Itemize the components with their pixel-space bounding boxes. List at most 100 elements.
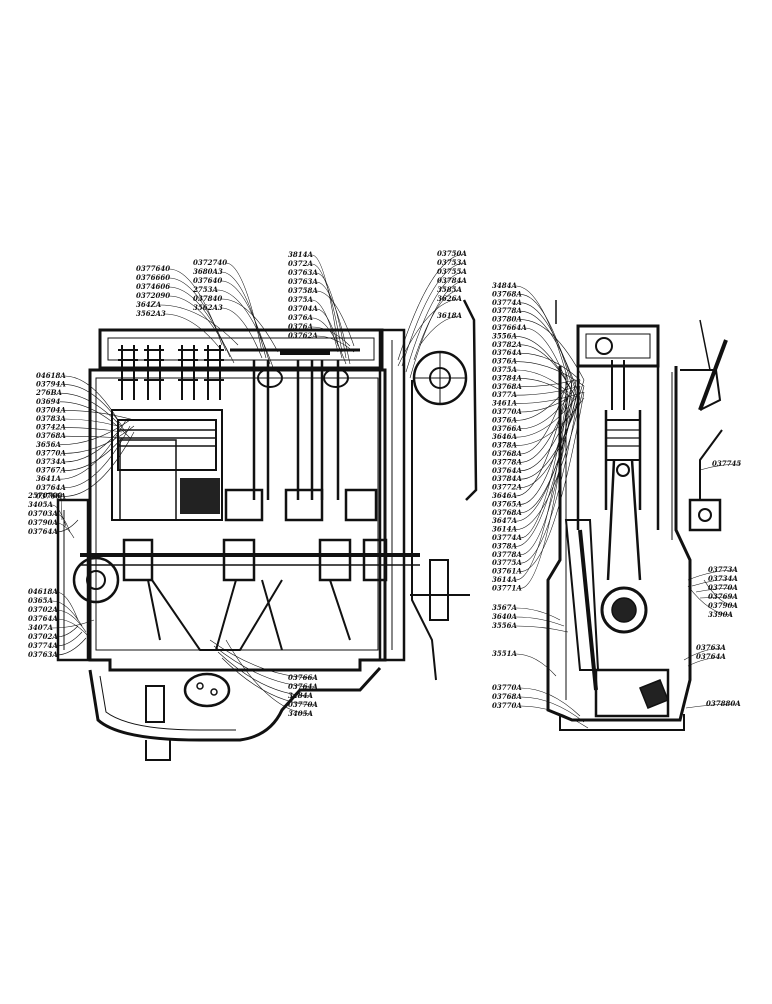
callout-label: 03742A <box>36 423 66 432</box>
leader-line <box>56 637 87 656</box>
callout-label: 3656A <box>36 440 61 449</box>
callout-label: 03784A <box>437 276 467 285</box>
callout-label: 3647A <box>492 516 517 525</box>
leader-line <box>520 391 573 505</box>
callout-label: 3551A <box>492 649 517 658</box>
callout-label: 364ZA <box>136 300 162 309</box>
leader-line <box>520 705 589 729</box>
callout-label: 037745 <box>712 459 741 468</box>
callout-label: 03770A <box>492 683 522 692</box>
callout-group-far-right-d: 037880A <box>706 699 741 708</box>
leader-line <box>683 647 725 661</box>
leader-line <box>687 569 737 581</box>
callout-label: 3407A <box>28 623 53 632</box>
callout-group-right-column-a: 3484A03768A03774A03778A03780A037664A3556… <box>492 281 527 592</box>
callout-label: 03782A <box>492 340 522 349</box>
callout-label: 0377640 <box>136 264 170 273</box>
leader-line <box>520 391 585 572</box>
leader-line <box>56 513 71 533</box>
callout-label: 3405A <box>288 709 313 718</box>
leader-line <box>221 298 279 353</box>
leader-line <box>515 379 581 522</box>
callout-label: 03753A <box>437 258 467 267</box>
leader-line <box>64 418 119 427</box>
leader-line <box>515 385 569 497</box>
callout-label: 2753A <box>192 285 218 294</box>
callout-label: 04618A <box>36 371 66 380</box>
leader-line <box>60 495 63 521</box>
leader-line <box>59 392 127 433</box>
callout-label: 03773A <box>708 565 738 574</box>
leader-line <box>51 600 83 627</box>
leader-line <box>225 639 313 715</box>
callout-label: 03734A <box>708 574 738 583</box>
callout-label: 03768A <box>492 692 522 701</box>
callout-label: 03755A <box>437 267 467 276</box>
callout-label: 03763A <box>288 268 318 277</box>
leader-line <box>64 384 123 427</box>
leader-line <box>311 326 351 347</box>
callout-label: 0374606 <box>136 282 170 291</box>
callout-label: 0372740 <box>193 258 227 267</box>
leader-line <box>520 319 585 381</box>
callout-label: 0375A <box>288 295 313 304</box>
callout-label: 3614A <box>492 575 517 584</box>
callout-label: 03750A <box>437 249 467 258</box>
callout-group-left-column-a: 04618A03794A276BA0369403704A03783A03742A… <box>35 371 66 500</box>
leader-line <box>221 657 317 706</box>
leader-line <box>56 591 79 621</box>
leader-line <box>56 625 79 638</box>
leader-line <box>397 298 462 367</box>
leader-line <box>515 397 585 446</box>
leader-line <box>520 696 585 723</box>
callout-label: 3567A <box>492 603 517 612</box>
callout-label: 03770A <box>492 701 522 710</box>
callout-label: 03702A <box>28 605 58 614</box>
callout-label: 03703A <box>28 509 58 518</box>
callout-label: 03761A <box>492 567 522 576</box>
callout-label: 03774A <box>492 298 522 307</box>
leader-line <box>59 419 127 480</box>
leader-line <box>56 609 87 633</box>
engine-side-section <box>56 299 478 761</box>
callout-label: 03778A <box>492 550 522 559</box>
leader-line <box>311 317 347 365</box>
callout-label: 03768A <box>36 431 66 440</box>
leader-line <box>515 385 581 396</box>
callout-label: 3641A <box>36 474 61 483</box>
callout-label: 03763A <box>288 277 318 286</box>
callout-label: 3646A <box>492 491 517 500</box>
leader-line <box>524 327 569 387</box>
leader-line <box>520 687 581 717</box>
callout-label: 3618A <box>437 311 462 320</box>
leader-line <box>520 385 577 430</box>
leader-line <box>687 656 725 667</box>
callout-label: 03764A <box>28 614 58 623</box>
callout-label: 03770A <box>288 700 318 709</box>
leader-line <box>164 313 223 352</box>
callout-label: 3680A3 <box>193 267 223 276</box>
callout-label: 3556A <box>492 331 517 340</box>
callout-label: 0376A <box>288 313 313 322</box>
callout-label: 3405A <box>28 500 53 509</box>
callout-group-top-right-single: 3618A <box>437 311 462 320</box>
leader-line <box>515 285 569 381</box>
leader-line <box>209 639 317 679</box>
callout-label: 0372A <box>288 259 313 268</box>
leader-line <box>316 290 355 347</box>
leader-line <box>413 289 462 361</box>
leader-line <box>64 410 135 421</box>
callout-label: 3562A3 <box>193 303 223 312</box>
leader-line <box>515 607 561 621</box>
callout-label: 3585A <box>437 285 462 294</box>
callout-group-far-right-a: 037745 <box>712 459 741 468</box>
callout-label: 03766A <box>288 673 318 682</box>
callout-label: 037880A <box>706 699 741 708</box>
leader-line <box>56 522 75 539</box>
leader-line <box>316 335 355 353</box>
leader-line <box>520 379 569 455</box>
leader-line <box>225 262 263 353</box>
